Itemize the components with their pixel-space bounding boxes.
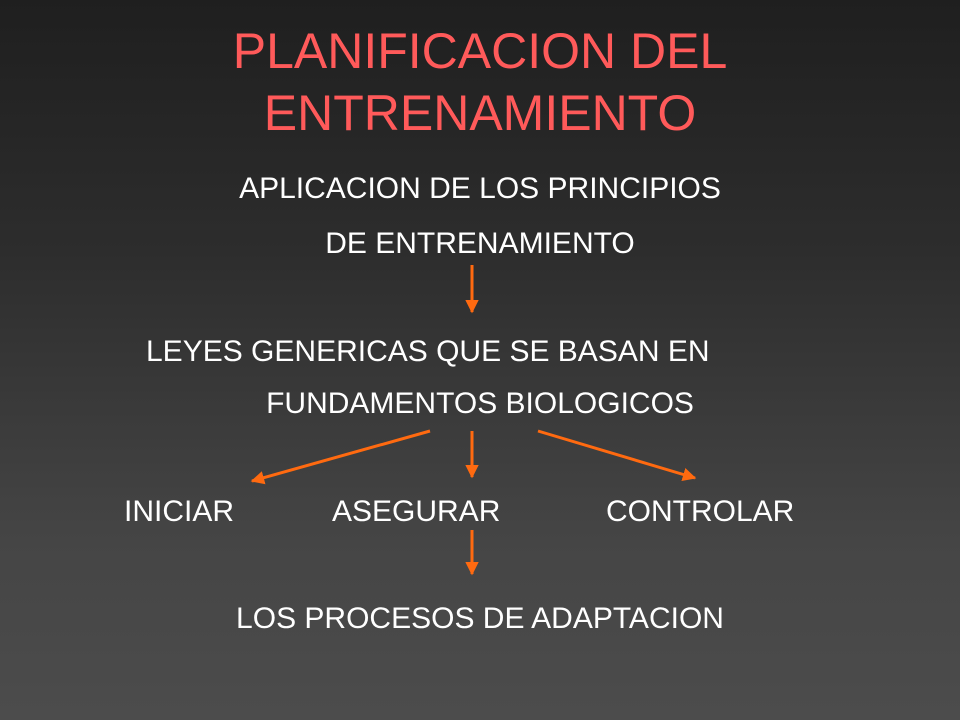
slide-title: PLANIFICACION DEL ENTRENAMIENTO — [0, 20, 960, 144]
title-line-1: PLANIFICACION DEL — [232, 23, 728, 79]
result-text: LOS PROCESOS DE ADAPTACION — [236, 602, 724, 635]
laws-line-1: LEYES GENERICAS QUE SE BASAN EN — [146, 335, 710, 368]
principles-line-1: APLICACION DE LOS PRINCIPIOS — [239, 172, 721, 205]
arrow-laws-to-iniciar — [250, 429, 431, 485]
arrow-laws-to-controlar — [537, 429, 697, 481]
title-line-2: ENTRENAMIENTO — [263, 85, 697, 141]
branch-asegurar: ASEGURAR — [332, 495, 501, 528]
laws-line-2: FUNDAMENTOS BIOLOGICOS — [266, 387, 694, 420]
principles-line-2: DE ENTRENAMIENTO — [325, 227, 635, 260]
branch-controlar: CONTROLAR — [606, 495, 795, 528]
branch-iniciar: INICIAR — [124, 495, 235, 528]
